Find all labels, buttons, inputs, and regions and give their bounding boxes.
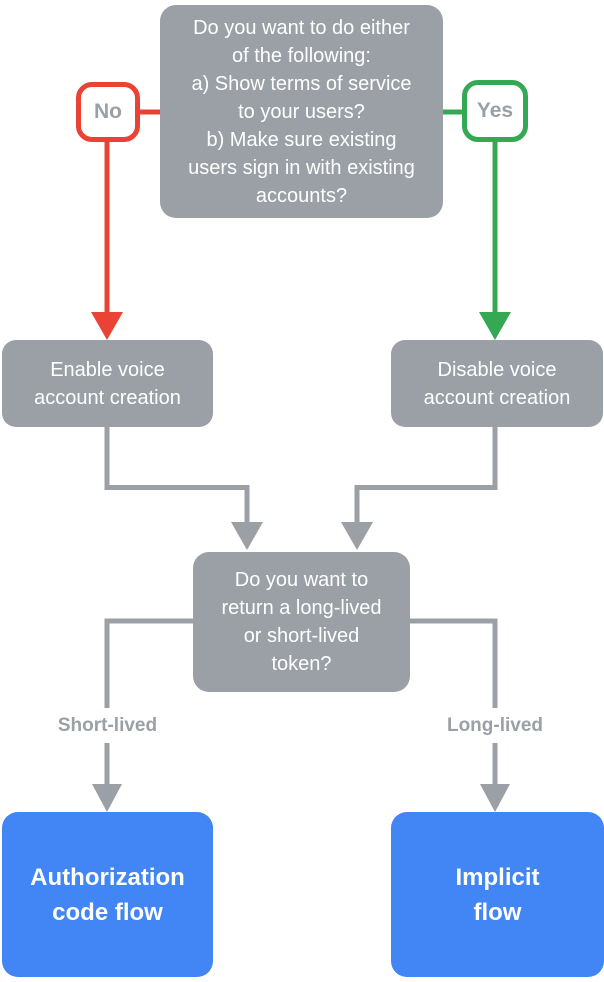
disable-merge-line [354, 426, 498, 524]
implicit-flow-text: Implicit flow [455, 863, 540, 926]
disable-voice-text: Disable voice account creation [423, 358, 571, 409]
long-lived-arrowhead-icon [480, 784, 510, 812]
question2-box: Do you want to return a long-lived or sh… [193, 552, 410, 692]
disable-to-question2-connector [341, 426, 498, 550]
no-badge: No [76, 82, 140, 142]
yes-arrowhead-icon [479, 312, 511, 340]
long-lived-label-text: Long-lived [446, 714, 544, 736]
enable-voice-box: Enable voice account creation [2, 340, 213, 427]
yes-badge-label: Yes [476, 99, 514, 122]
yes-badge: Yes [462, 80, 528, 142]
no-arrowhead-icon [91, 312, 123, 340]
short-lived-line [104, 618, 195, 786]
implicit-flow-box: Implicit flow [391, 812, 604, 977]
long-lived-line [408, 618, 498, 786]
short-lived-label-text: Short-lived [57, 714, 158, 736]
no-connector [91, 109, 162, 340]
question1-box: Do you want to do either of the followin… [160, 5, 443, 218]
disable-voice-box: Disable voice account creation [391, 340, 603, 427]
enable-merge-line [104, 426, 250, 524]
question2-text: Do you want to return a long-lived or sh… [221, 569, 382, 675]
long-lived-label: Long-lived [411, 708, 579, 743]
enable-voice-text: Enable voice account creation [34, 358, 181, 409]
authorization-code-flow-text: Authorization code flow [30, 863, 185, 926]
enable-to-question2-connector [104, 426, 263, 550]
no-badge-label: No [94, 100, 122, 123]
enable-merge-arrowhead-icon [231, 522, 263, 550]
yes-connector [441, 109, 511, 340]
short-lived-label: Short-lived [23, 708, 192, 743]
short-lived-arrowhead-icon [92, 784, 122, 812]
question1-text: Do you want to do either of the followin… [188, 16, 415, 207]
disable-merge-arrowhead-icon [341, 522, 373, 550]
authorization-code-flow-box: Authorization code flow [2, 812, 213, 977]
